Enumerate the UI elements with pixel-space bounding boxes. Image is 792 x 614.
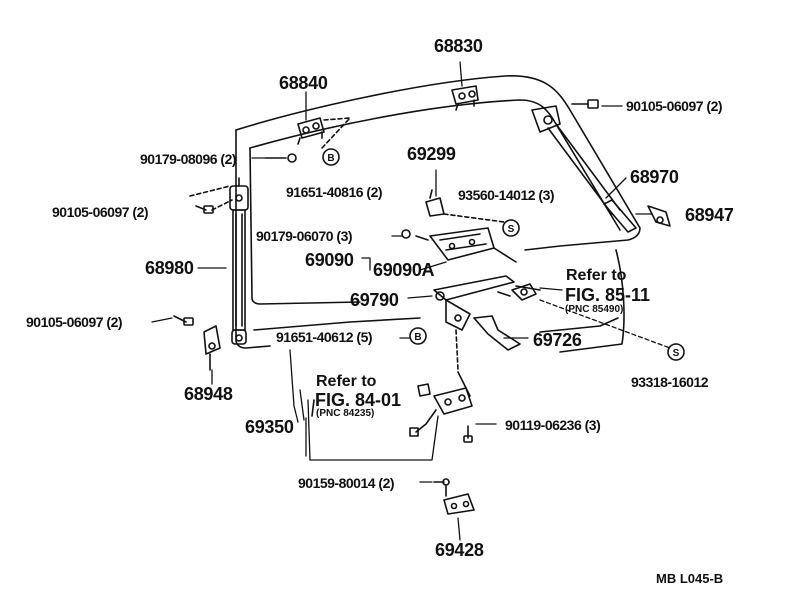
label-69090: 69090 xyxy=(305,250,354,270)
ref-85-11-pnc: (PNC 85490) xyxy=(565,304,624,315)
ref-84-01-fig: FIG. 84-01 xyxy=(315,390,402,410)
hinge-68830 xyxy=(451,85,479,111)
label-91651-40816: 91651-40816 (2) xyxy=(286,184,383,200)
label-91651-40612: 91651-40612 (5) xyxy=(276,329,373,345)
label-90179-06070: 90179-06070 (3) xyxy=(256,228,353,244)
bolt-left xyxy=(189,185,233,214)
symbol-circles xyxy=(322,148,685,361)
label-93560-14012: 93560-14012 (3) xyxy=(458,187,555,203)
bracket-68947 xyxy=(647,205,671,227)
clip-69299 xyxy=(425,189,505,223)
symbol-s-right-text: S xyxy=(673,348,680,359)
bolt-90119 xyxy=(463,425,473,443)
label-69428: 69428 xyxy=(435,540,484,560)
symbol-b-lower xyxy=(409,327,427,345)
label-90119-06236: 90119-06236 (3) xyxy=(505,417,601,433)
ref-84-01-text: Refer to xyxy=(316,373,377,390)
symbol-s-right xyxy=(667,343,685,361)
label-69726: 69726 xyxy=(533,330,582,350)
label-90105-top: 90105-06097 (2) xyxy=(626,98,723,114)
label-69790: 69790 xyxy=(350,290,399,310)
right-strut xyxy=(531,105,637,233)
left-strut xyxy=(229,177,249,345)
ref-84-01-pnc: (PNC 84235) xyxy=(316,408,375,419)
label-90105-left: 90105-06097 (2) xyxy=(52,204,149,220)
ref-85-11-text: Refer to xyxy=(566,267,627,284)
symbol-s-mid-text: S xyxy=(508,224,515,235)
door-lower-panel xyxy=(559,249,625,353)
label-69090a: 69090A xyxy=(373,260,435,280)
symbol-b-top-text: B xyxy=(327,153,334,164)
bolt-mid xyxy=(173,315,194,326)
bracket-68948 xyxy=(203,325,221,371)
striker-69428 xyxy=(443,493,475,515)
leader-lines xyxy=(151,61,671,541)
label-68947: 68947 xyxy=(685,205,734,225)
symbol-b-lower-text: B xyxy=(414,332,421,343)
symbol-s-mid xyxy=(502,219,520,237)
hinge-68840 xyxy=(297,117,325,145)
screw-90159 xyxy=(433,478,450,497)
symbol-b-top xyxy=(322,148,340,166)
bolt-top xyxy=(571,99,599,109)
label-68840: 68840 xyxy=(279,73,328,93)
label-68948: 68948 xyxy=(184,384,233,404)
label-93318-16012: 93318-16012 xyxy=(631,374,709,390)
lever-69726 xyxy=(473,315,521,351)
lock-assembly-69090 xyxy=(401,227,517,263)
label-90179-08096: 90179-08096 (2) xyxy=(140,151,237,167)
label-69350: 69350 xyxy=(245,417,294,437)
latch-69790 xyxy=(433,275,541,331)
nut-08096 xyxy=(265,153,297,163)
label-68980: 68980 xyxy=(145,258,194,278)
label-90105-mid: 90105-06097 (2) xyxy=(26,314,123,330)
label-69299: 69299 xyxy=(407,144,456,164)
latch-69350 xyxy=(409,383,473,437)
label-68830: 68830 xyxy=(434,36,483,56)
drawing-code: MB L045-B xyxy=(656,571,724,586)
label-90159-80014: 90159-80014 (2) xyxy=(298,475,395,491)
label-68970: 68970 xyxy=(630,167,679,187)
door-glass-outline xyxy=(235,75,641,251)
ref-85-11-fig: FIG. 85-11 xyxy=(565,285,651,305)
